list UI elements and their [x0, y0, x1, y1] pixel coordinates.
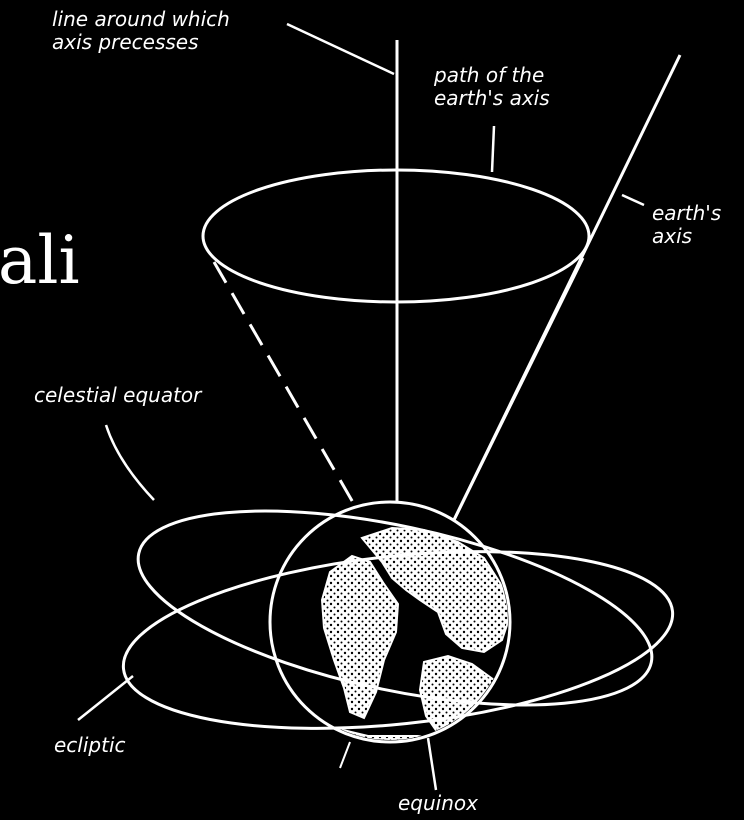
label-line-around-1: line around which: [52, 8, 230, 31]
label-ecliptic: ecliptic: [54, 734, 126, 757]
label-earths-axis-2: axis: [652, 225, 721, 248]
leader-line-around: [287, 24, 394, 74]
leader-line-equinox: [428, 738, 436, 790]
leader-line-earths-axis: [622, 195, 644, 205]
leader-line-equinox-2: [340, 742, 350, 768]
leader-line-ecliptic: [78, 676, 133, 720]
leader-line-celestial: [106, 425, 154, 500]
label-path-axis-2: earth's axis: [434, 87, 550, 110]
leader-line-path: [492, 126, 494, 172]
label-earths-axis: earth's axis: [652, 202, 721, 248]
label-equinox: equinox: [398, 792, 478, 815]
label-path-axis-1: path of the: [434, 64, 550, 87]
label-path-axis: path of the earth's axis: [434, 64, 550, 110]
label-earths-axis-1: earth's: [652, 202, 721, 225]
label-line-around: line around which axis precesses: [52, 8, 230, 54]
label-celestial-equator: celestial equator: [34, 384, 201, 407]
fragment-text: ali: [0, 228, 80, 294]
label-line-around-2: axis precesses: [52, 31, 230, 54]
